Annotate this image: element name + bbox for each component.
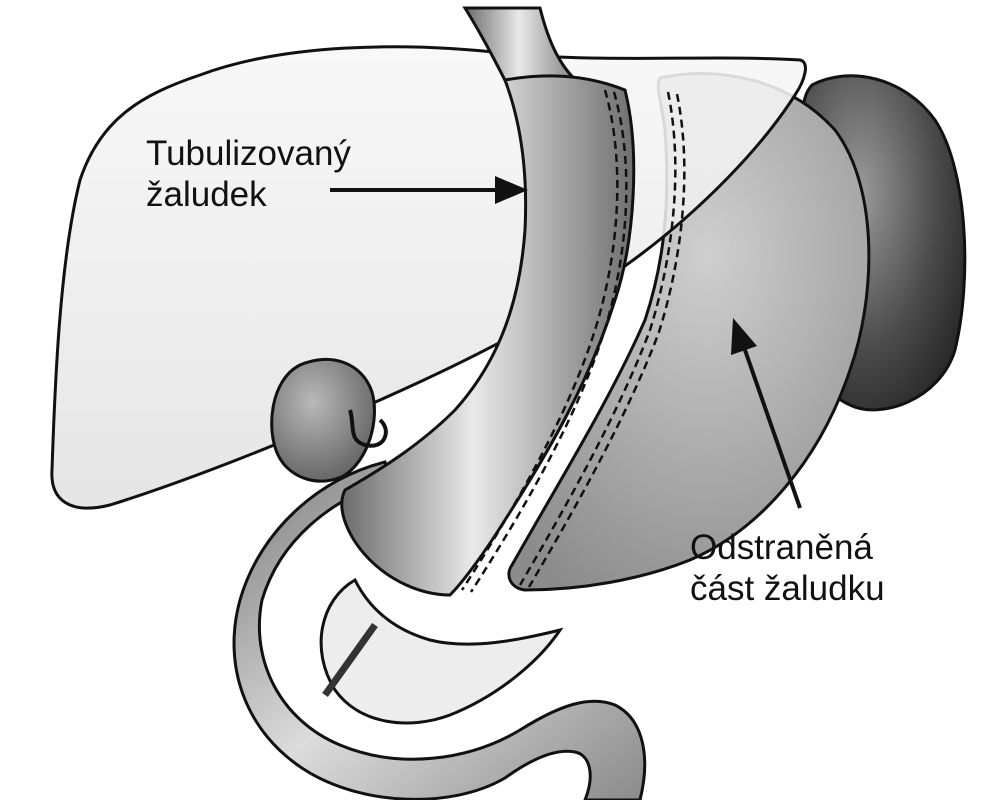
label-tubular-stomach-line1: Tubulizovaný [146,134,351,173]
arrow-removed-head [731,318,757,355]
duct-line [322,622,378,698]
label-tubular-stomach: Tubulizovaný žaludek [146,133,351,215]
duodenum-shape [232,460,647,800]
arrow-removed-line [743,349,802,509]
arrow-sleeve-head [495,176,528,204]
bile-duct [348,409,388,448]
label-removed-stomach-line2: část žaludku [690,569,885,608]
label-tubular-stomach-line2: žaludek [146,175,267,214]
duodenum-inner-shape [319,577,564,725]
staple-line-removed-inner [527,93,686,588]
sleeve-stomach-tube [340,74,636,597]
staple-line-sleeve-outer [460,89,619,591]
staple-line-removed-outer [518,91,677,586]
gallbladder-shape [270,357,376,483]
staple-line-sleeve-inner [469,91,628,593]
label-removed-stomach-line1: Odstraněná [690,528,873,567]
label-removed-stomach: Odstraněná část žaludku [690,527,885,609]
